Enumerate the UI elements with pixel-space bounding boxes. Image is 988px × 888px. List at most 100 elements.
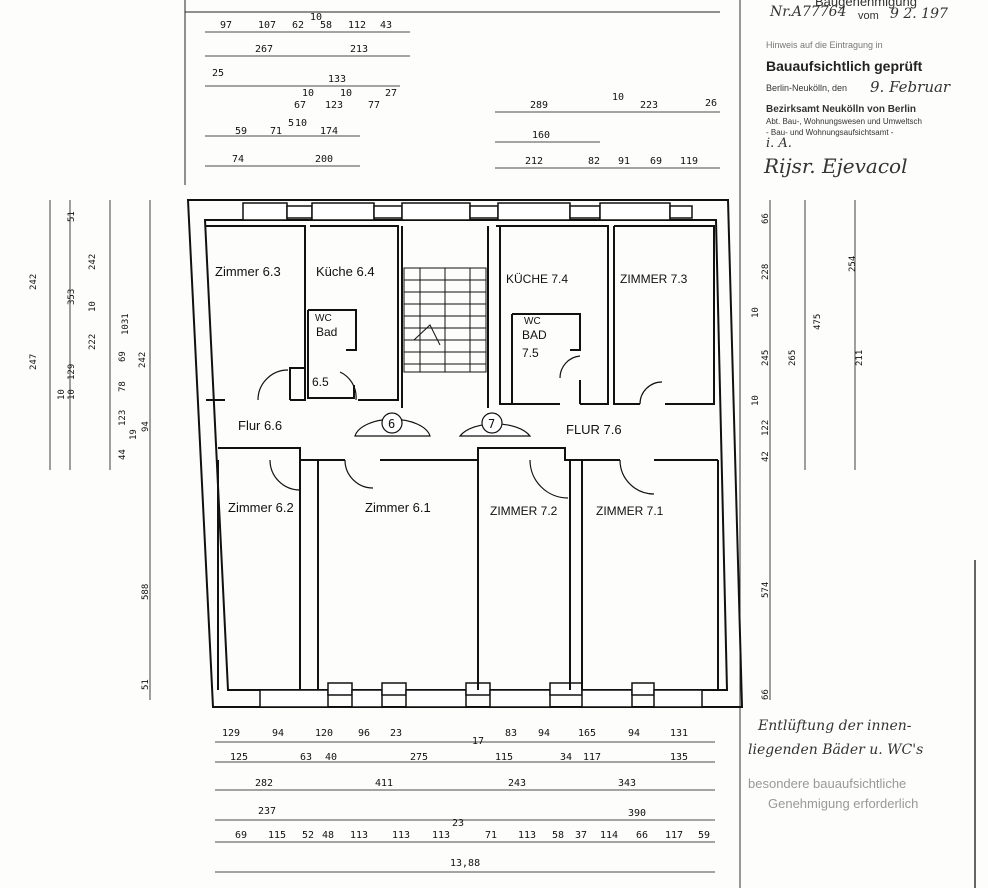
stamp-number: Nr.A77764 [770,4,847,20]
stamp-note-line: Hinweis auf die Eintragung in [766,40,883,50]
dim-top-5: 5 [288,118,294,129]
dim-top-133: 133 [328,74,346,85]
dim-top-71: 71 [270,126,282,137]
room-label-kueche-6-4: Küche 6.4 [316,264,375,279]
dim-top-59: 59 [235,126,247,137]
dim-bot-1388: 13,88 [450,858,480,869]
room-label-kueche-7-4: KÜCHE 7.4 [506,272,569,286]
note-hand-line-1: Entlüftung der innen- [758,718,912,734]
room-label-wc-7: WC [524,316,541,327]
stamp-place-date: 9. Februar [870,78,951,96]
dim-bot-114: 114 [600,830,618,841]
door-number-6: 6 [388,417,395,431]
dim-top-112: 112 [348,20,366,31]
dim-bot-17: 17 [472,736,484,747]
dim-bot-135: 135 [670,752,688,763]
dim-bot-129: 129 [222,728,240,739]
dim-bot-237: 237 [258,806,276,817]
dim-right-574: 574 [761,582,771,598]
dim-bot-58: 58 [552,830,564,841]
room-label-flur-6-6: Flur 6.6 [238,418,283,433]
dim-bot-113c: 113 [432,830,450,841]
dim-top-107: 107 [258,20,276,31]
room-label-zimmer-6-3: Zimmer 6.3 [215,264,281,279]
dim-right-254: 254 [848,256,858,272]
staircase [403,267,487,373]
dim-top-212: 212 [525,156,543,167]
dim-right-66: 66 [761,213,771,224]
dim-bot-37: 37 [575,830,587,841]
dim-bot-282: 282 [255,778,273,789]
dim-left-242b: 242 [138,352,148,368]
stamp-vom: vom [858,10,879,22]
dim-right-10b: 10 [751,395,761,406]
dim-bot-115b: 115 [268,830,286,841]
dim-top-213: 213 [350,44,368,55]
dim-top-160: 160 [532,130,550,141]
dim-left-78: 78 [118,381,128,392]
dim-top-10d: 10 [295,118,307,129]
dim-top-123: 123 [325,100,343,111]
dim-bot-94b: 94 [538,728,550,739]
dim-left-10c: 10 [67,389,77,400]
dim-top-82: 82 [588,156,600,167]
dim-bot-71: 71 [485,830,497,841]
dim-bot-125: 125 [230,752,248,763]
dim-left-1031: 1031 [121,313,131,335]
dim-top-67: 67 [294,100,306,111]
dim-bot-117b: 117 [665,830,683,841]
stamp-signature: Rijsr. Ejevacol [764,154,908,178]
dim-left-353: 353 [67,289,77,305]
dimension-labels: 97 107 62 10 58 112 43 267 213 25 133 10… [29,12,865,869]
dim-top-10b: 10 [302,88,314,99]
dimension-lines [49,31,856,873]
dim-top-10c: 10 [340,88,352,99]
room-label-bad-6: Bad [316,325,338,339]
dim-bot-23b: 23 [452,818,464,829]
stamp-date: 9 2. 197 [890,6,948,22]
dim-bot-23: 23 [390,728,402,739]
dim-left-19: 19 [129,429,139,440]
interior-walls [206,225,719,690]
dim-bot-117: 117 [583,752,601,763]
dim-left-242c: 242 [29,274,39,290]
dim-right-66b: 66 [761,689,771,700]
stamp-title: Baugenehmigung [815,0,917,9]
dim-top-174: 174 [320,126,338,137]
dim-left-123: 123 [118,410,128,426]
dim-top-43: 43 [380,20,392,31]
dim-top-25: 25 [212,68,224,79]
room-label-7-5: 7.5 [522,346,539,360]
room-label-zimmer-7-1: ZIMMER 7.1 [596,504,664,518]
dim-right-228: 228 [761,264,771,280]
dim-bot-115: 115 [495,752,513,763]
dim-right-42: 42 [761,451,771,462]
dim-bot-390: 390 [628,808,646,819]
door-circle-6 [381,412,403,434]
door-circle-7 [481,412,503,434]
dim-left-222: 222 [88,334,98,350]
dim-top-74: 74 [232,154,244,165]
dim-left-51b: 51 [141,679,151,690]
dim-top-27: 27 [385,88,397,99]
stamp-checked: Bauaufsichtlich geprüft [766,58,923,74]
dim-top-267: 267 [255,44,273,55]
dim-bot-94: 94 [272,728,284,739]
dim-bot-66: 66 [636,830,648,841]
dim-left-51: 51 [67,211,77,222]
dim-top-91: 91 [618,156,630,167]
dim-left-242: 242 [88,254,98,270]
dim-top-119: 119 [680,156,698,167]
dim-top-26: 26 [705,98,717,109]
room-label-zimmer-6-2: Zimmer 6.2 [228,500,294,515]
dim-left-44: 44 [118,449,128,460]
dim-left-94: 94 [141,421,151,432]
stamp-ia: i. A. [766,136,792,151]
note-typed-line-2: Genehmigung erforderlich [768,796,919,811]
dim-top-10e: 10 [612,92,624,103]
dim-left-247: 247 [29,354,39,370]
room-label-wc-6: WC [315,313,332,324]
dim-top-223: 223 [640,100,658,111]
dim-left-129: 129 [67,364,77,380]
